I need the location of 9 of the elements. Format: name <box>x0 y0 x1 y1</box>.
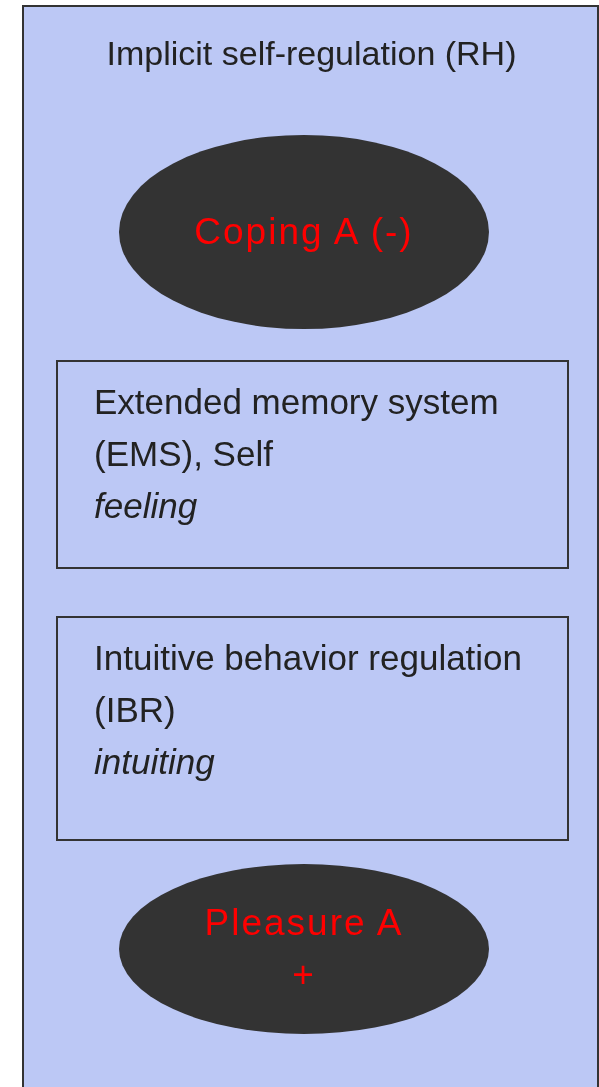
ellipse-label: Pleasure A + <box>203 901 405 997</box>
function-label: feeling <box>94 485 199 527</box>
process-box <box>56 360 569 569</box>
panel-background <box>22 5 599 1087</box>
function-label: intuiting <box>94 741 216 783</box>
ellipse-label: Coping A (-) <box>193 210 415 254</box>
process-box <box>56 616 569 841</box>
panel-title: Implicit self-regulation (RH) <box>105 33 518 74</box>
box-text: Intuitive behavior regulation (IBR) <box>94 637 524 731</box>
